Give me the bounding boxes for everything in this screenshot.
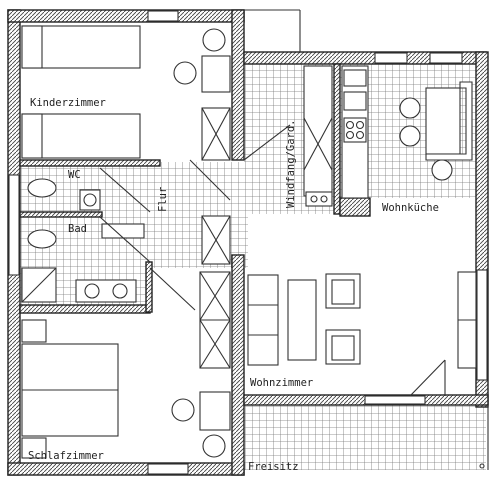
desk: [201, 55, 231, 93]
dining-table: [425, 87, 461, 155]
windows: [8, 9, 488, 475]
wardrobe-schlaf-x4: [199, 319, 231, 369]
burner-1: [345, 120, 355, 130]
terrace-door: [364, 395, 426, 405]
sofa-left: [247, 274, 279, 366]
burner-2: [355, 120, 365, 130]
schlafzimmer-furniture: [21, 319, 231, 459]
window-north-left: [147, 10, 179, 22]
label-schlafzimmer: Schlafzimmer: [28, 450, 104, 462]
corner-bench: [425, 81, 473, 161]
wall-kinder-south: [19, 159, 161, 167]
oven: [343, 69, 367, 87]
toilet-wc: [27, 178, 57, 198]
door-terrace: [409, 359, 446, 397]
shower-diag: [21, 267, 57, 303]
window-south-schlaf: [147, 463, 189, 475]
bed-1-pillow: [21, 25, 43, 69]
chair-k1: [399, 97, 421, 119]
freisitz-post: [479, 463, 485, 469]
kitchen-sink: [343, 91, 367, 111]
wall-mid-vertical: [231, 9, 245, 161]
wall-lower-vertical: [231, 254, 245, 476]
chair-k3: [431, 159, 453, 181]
door-schlaf: [149, 267, 196, 311]
door-wc: [99, 167, 151, 213]
wohnzimmer-furniture: [247, 271, 477, 369]
label-bad: Bad: [68, 223, 87, 235]
chair-k2: [399, 125, 421, 147]
label-flur: Flur: [157, 187, 169, 212]
hall-wardrobes: [199, 215, 231, 369]
sink-bowl-1: [84, 283, 100, 299]
nightstand-1: [21, 319, 47, 343]
cabinet-bad: [101, 223, 145, 239]
wall-wc-bad: [19, 211, 103, 218]
window-north-kitchen: [374, 52, 408, 64]
windfang-furniture: [303, 65, 333, 207]
burner-4: [355, 130, 365, 140]
desk-schlaf: [199, 391, 231, 431]
burner-3: [345, 130, 355, 140]
bed-2-pillow: [21, 113, 43, 159]
stool-schlaf-2: [202, 434, 226, 458]
kitchen-furniture: [341, 65, 473, 199]
wall-windfang: [333, 63, 341, 215]
label-kinderzimmer: Kinderzimmer: [30, 97, 106, 109]
sink-bowl-2: [112, 283, 128, 299]
wall-bad-east: [145, 261, 153, 313]
wardrobe-windfang-x2: [303, 117, 333, 171]
bathroom-fixtures: [21, 178, 145, 303]
armchair-2-inner: [331, 335, 355, 361]
wardrobe-windfang: [303, 65, 333, 197]
window-west-bath: [8, 174, 20, 276]
window-north-kitchen-2: [429, 52, 463, 64]
wall-kitchen-south: [339, 197, 371, 217]
wall-south: [7, 462, 245, 476]
freisitz-floor: [244, 405, 486, 470]
wardrobe-kinder-x2: [201, 107, 231, 161]
shoe-rack-knob-1: [310, 195, 318, 203]
wall-bad-south: [19, 304, 151, 314]
label-freisitz: Freisitz: [248, 461, 299, 473]
wall-north-left: [7, 9, 245, 23]
label-wc: WC: [68, 169, 81, 181]
label-wohnzimmer: Wohnzimmer: [250, 377, 313, 389]
label-windfang: Windfang/Gard.: [285, 119, 297, 208]
shoe-rack-knob-2: [320, 195, 328, 203]
sink-wc-bowl: [83, 193, 97, 207]
kinderzimmer-furniture: [21, 25, 231, 161]
nightstand-2: [21, 437, 47, 459]
stool-1: [202, 28, 226, 52]
door-bad: [99, 216, 151, 263]
stool-schlaf-1: [171, 398, 195, 422]
door-kinder: [189, 159, 231, 201]
room-labels: Kinderzimmer WC Bad Flur Windfang/Gard. …: [28, 97, 439, 473]
armchair-1-inner: [331, 279, 355, 305]
label-wohnkueche: Wohnküche: [382, 202, 439, 214]
coffee-table: [287, 279, 317, 361]
shoe-rack: [305, 191, 333, 207]
toilet-bad: [27, 229, 57, 249]
stool-2: [173, 61, 197, 85]
door-swings: [99, 124, 446, 397]
stove: [343, 117, 367, 143]
wardrobe-schlaf-x2: [199, 271, 231, 321]
window-east: [476, 269, 488, 381]
door-windfang: [243, 124, 291, 161]
wardrobe-hall-1-x2: [201, 215, 231, 265]
